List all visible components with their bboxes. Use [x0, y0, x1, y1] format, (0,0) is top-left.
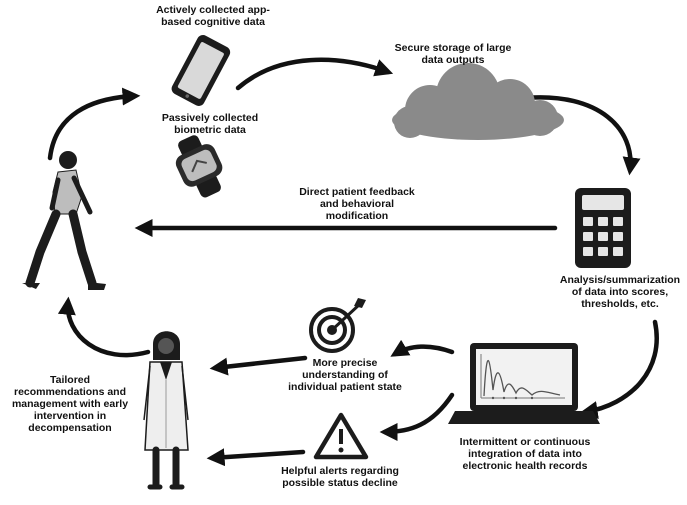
label-precise: More precise understanding of individual… [288, 357, 402, 393]
arrow-analysis-to-laptop [579, 319, 659, 419]
arrow-patient-to-phone [47, 87, 141, 161]
label-active-data: Actively collected app- based cognitive … [156, 4, 270, 28]
label-tailored: Tailored recommendations and management … [11, 374, 129, 434]
arrow-laptop-to-warning [379, 392, 455, 441]
label-analysis: Analysis/summarization of data into scor… [559, 274, 681, 310]
label-integration: Intermittent or continuous integration o… [459, 436, 591, 472]
arrow-clinician-to-patient [57, 296, 151, 358]
target-icon [309, 298, 366, 353]
smartwatch-icon [175, 135, 223, 198]
warning-icon [313, 412, 369, 460]
smartphone-icon [171, 34, 231, 106]
clinician-icon [143, 331, 189, 490]
label-alerts: Helpful alerts regarding possible status… [281, 465, 399, 489]
arrow-laptop-to-target [390, 339, 455, 357]
calculator-icon [575, 188, 631, 268]
cloud-icon [392, 63, 564, 140]
label-secure-storage: Secure storage of large data outputs [394, 42, 512, 66]
arrow-cloud-to-calculator [522, 95, 641, 176]
arrow-phone-to-cloud [235, 57, 394, 91]
laptop-icon [448, 343, 600, 424]
arrow-target-to-clinician [209, 355, 308, 376]
label-feedback: Direct patient feedback and behavioral m… [299, 186, 415, 222]
label-passive-data: Passively collected biometric data [161, 112, 259, 136]
arrow-warning-to-clinician [206, 448, 306, 467]
patient-walking-icon [22, 151, 106, 290]
flow-arrows [47, 57, 659, 467]
